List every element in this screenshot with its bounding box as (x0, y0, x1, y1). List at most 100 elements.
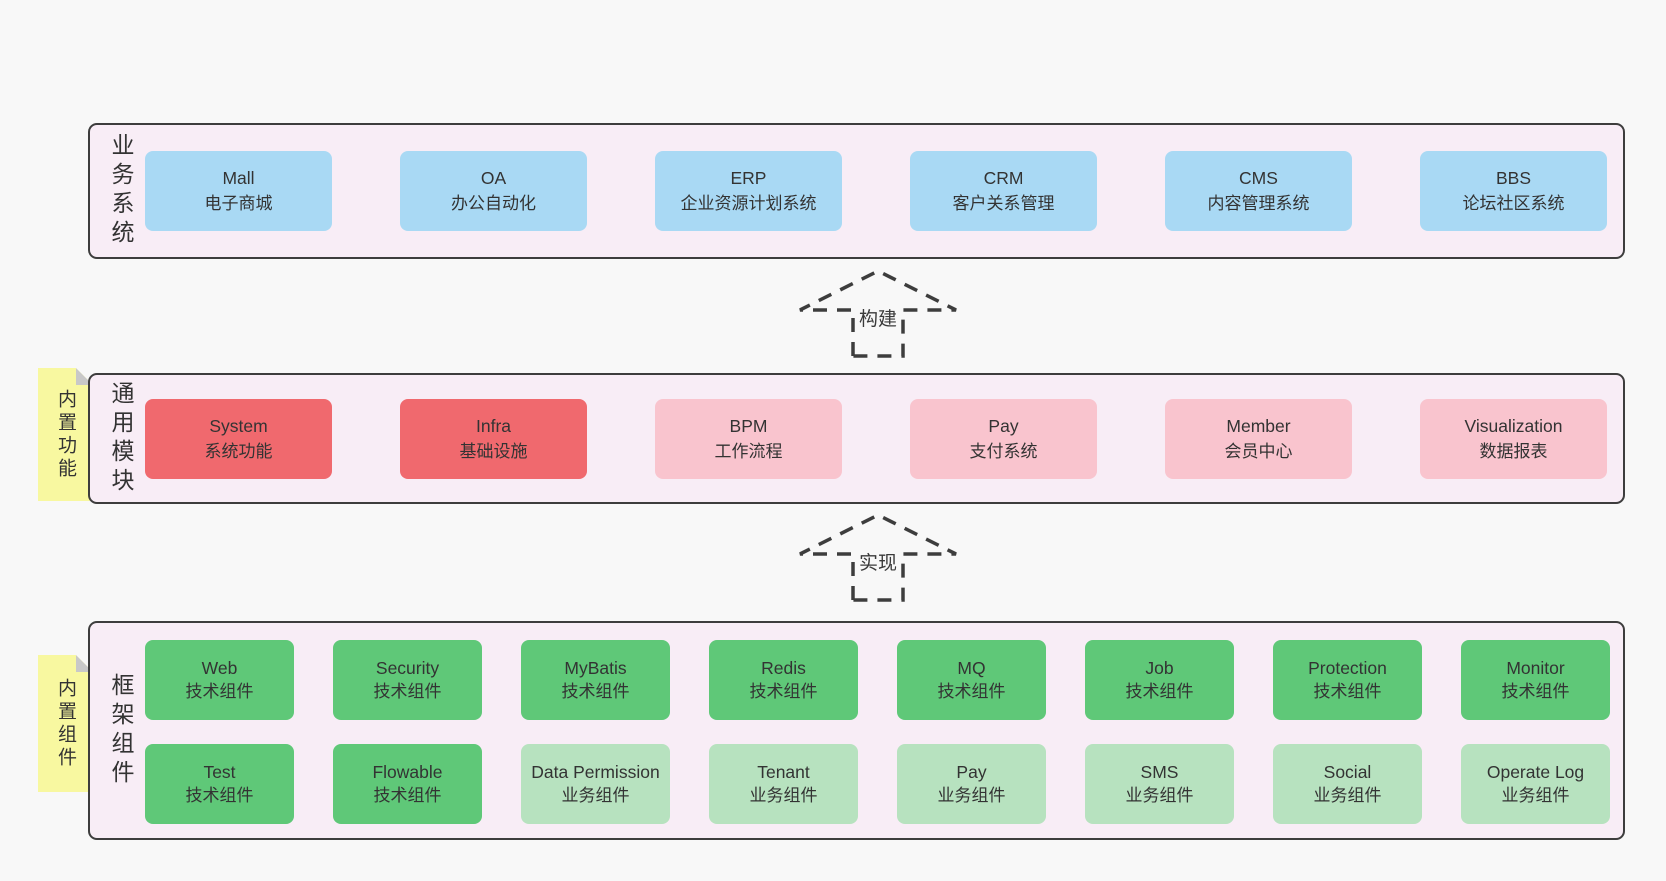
framework-components-row-1: Web 技术组件 Security 技术组件 MyBatis 技术组件 Redi… (145, 640, 1610, 720)
box-social: Social 业务组件 (1273, 744, 1422, 824)
box-subtitle: 业务组件 (1501, 786, 1570, 805)
box-title: BBS (1495, 168, 1532, 188)
sticky-note-text: 内置组件 (55, 677, 76, 770)
band-framework-components: 框架组件 Web 技术组件 Security 技术组件 MyBatis 技术组件… (88, 621, 1625, 840)
box-subtitle: 技术组件 (1125, 682, 1194, 701)
box-title: SMS (1140, 762, 1179, 782)
box-title: Test (203, 762, 236, 782)
box-subtitle: 业务组件 (1313, 786, 1382, 805)
implement-arrow-label: 实现 (855, 552, 901, 576)
box-title: Pay (956, 762, 987, 782)
box-job: Job 技术组件 (1085, 640, 1234, 720)
band-label-business-systems: 业务系统 (108, 133, 134, 249)
band-label-framework-components: 框架组件 (108, 672, 134, 789)
box-subtitle: 技术组件 (373, 682, 442, 701)
box-sms: SMS 业务组件 (1085, 744, 1234, 824)
box-title: CMS (1239, 168, 1278, 188)
build-arrow-label: 构建 (855, 308, 901, 332)
box-erp: ERP 企业资源计划系统 (655, 151, 842, 231)
box-mq: MQ 技术组件 (897, 640, 1046, 720)
sticky-note-built-in-components: 内置组件 (38, 655, 93, 792)
box-title: Flowable (372, 762, 443, 782)
box-monitor: Monitor 技术组件 (1461, 640, 1610, 720)
box-title: System (209, 415, 268, 436)
box-infra: Infra 基础设施 (400, 398, 587, 479)
box-operate-log: Operate Log 业务组件 (1461, 744, 1610, 824)
box-subtitle: 系统功能 (204, 441, 273, 461)
box-pay-business: Pay 业务组件 (897, 744, 1046, 824)
dashed-up-arrow-icon (799, 269, 957, 358)
box-flowable: Flowable 技术组件 (333, 744, 482, 824)
box-title: Security (375, 658, 440, 678)
band-common-modules: 通用模块 System 系统功能 Infra 基础设施 BPM 工作流程 Pay… (88, 373, 1625, 504)
box-oa: OA 办公自动化 (400, 151, 587, 231)
box-web: Web 技术组件 (145, 640, 294, 720)
box-title: MyBatis (564, 658, 627, 678)
box-subtitle: 技术组件 (185, 682, 254, 701)
dashed-up-arrow-icon (799, 513, 957, 602)
box-subtitle: 技术组件 (561, 682, 630, 701)
sticky-note-built-in-features: 内置功能 (38, 368, 93, 501)
box-redis: Redis 技术组件 (709, 640, 858, 720)
box-tenant: Tenant 业务组件 (709, 744, 858, 824)
box-subtitle: 工作流程 (714, 441, 783, 461)
box-title: Protection (1308, 658, 1387, 678)
box-subtitle: 电子商城 (204, 194, 273, 213)
box-title: Mall (222, 168, 255, 188)
box-system: System 系统功能 (145, 398, 332, 479)
box-subtitle: 技术组件 (373, 786, 442, 805)
box-title: Operate Log (1486, 762, 1585, 782)
box-subtitle: 论坛社区系统 (1462, 194, 1565, 213)
box-subtitle: 业务组件 (1125, 786, 1194, 805)
common-modules-boxes: System 系统功能 Infra 基础设施 BPM 工作流程 Pay 支付系统… (145, 375, 1607, 502)
box-subtitle: 技术组件 (1313, 682, 1382, 701)
box-test: Test 技术组件 (145, 744, 294, 824)
box-mybatis: MyBatis 技术组件 (521, 640, 670, 720)
framework-components-rows: Web 技术组件 Security 技术组件 MyBatis 技术组件 Redi… (145, 640, 1610, 824)
box-subtitle: 数据报表 (1479, 441, 1548, 461)
box-data-permission: Data Permission 业务组件 (521, 744, 670, 824)
box-subtitle: 会员中心 (1224, 441, 1293, 461)
box-subtitle: 业务组件 (937, 786, 1006, 805)
box-crm: CRM 客户关系管理 (910, 151, 1097, 231)
box-title: Monitor (1506, 658, 1565, 678)
box-member: Member 会员中心 (1165, 398, 1352, 479)
box-pay: Pay 支付系统 (910, 398, 1097, 479)
box-title: BPM (729, 415, 768, 436)
framework-components-row-2: Test 技术组件 Flowable 技术组件 Data Permission … (145, 744, 1610, 824)
implement-arrow: 实现 (796, 512, 960, 602)
box-subtitle: 业务组件 (561, 786, 630, 805)
box-title: Job (1145, 658, 1174, 678)
box-visualization: Visualization 数据报表 (1420, 398, 1607, 479)
box-security: Security 技术组件 (333, 640, 482, 720)
business-systems-boxes: Mall 电子商城 OA 办公自动化 ERP 企业资源计划系统 CRM 客户关系… (145, 125, 1607, 257)
box-bbs: BBS 论坛社区系统 (1420, 151, 1607, 231)
box-subtitle: 支付系统 (969, 441, 1038, 461)
band-business-systems: 业务系统 Mall 电子商城 OA 办公自动化 ERP 企业资源计划系统 CRM… (88, 123, 1625, 259)
box-subtitle: 企业资源计划系统 (680, 194, 817, 213)
band-label-common-modules: 通用模块 (108, 380, 134, 497)
box-subtitle: 基础设施 (459, 441, 528, 461)
box-title: MQ (957, 658, 986, 678)
box-title: Web (201, 658, 238, 678)
sticky-note-text: 内置功能 (55, 388, 76, 481)
box-title: Tenant (757, 762, 810, 782)
box-title: Visualization (1464, 415, 1563, 436)
box-title: Social (1323, 762, 1372, 782)
box-title: Infra (475, 415, 512, 436)
box-subtitle: 技术组件 (185, 786, 254, 805)
box-title: Redis (761, 658, 806, 678)
box-subtitle: 技术组件 (1501, 682, 1570, 701)
box-subtitle: 客户关系管理 (952, 194, 1055, 213)
box-bpm: BPM 工作流程 (655, 398, 842, 479)
box-title: OA (480, 168, 507, 188)
box-subtitle: 内容管理系统 (1207, 194, 1310, 213)
box-subtitle: 办公自动化 (451, 194, 536, 213)
build-arrow: 构建 (796, 268, 960, 358)
box-protection: Protection 技术组件 (1273, 640, 1422, 720)
box-title: ERP (730, 168, 767, 188)
box-subtitle: 技术组件 (937, 682, 1006, 701)
box-subtitle: 技术组件 (749, 682, 818, 701)
box-title: Pay (988, 415, 1019, 436)
box-title: Data Permission (531, 762, 660, 782)
